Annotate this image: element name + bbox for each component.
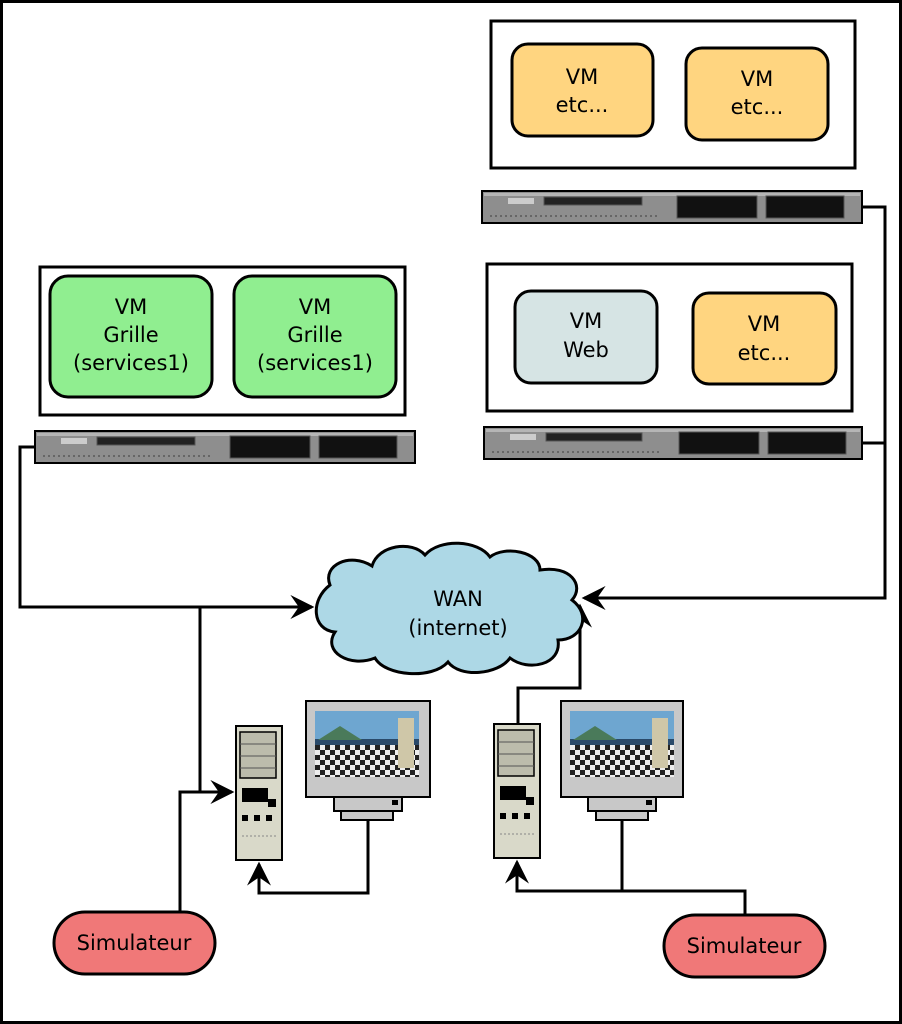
vm-group-top-right: VM etc... VM etc... (489, 19, 857, 170)
simulator-left: Simulateur (52, 910, 217, 976)
vm-service: (services1) (257, 351, 373, 375)
vm-type: etc... (556, 93, 609, 117)
vm-service: (services1) (73, 351, 189, 375)
vm-type: Web (563, 338, 609, 362)
vm-type: etc... (731, 95, 784, 119)
simulator-right: Simulateur (662, 913, 827, 979)
monitor-right (560, 700, 684, 821)
vm-box-etc-3: VM etc... (691, 291, 838, 386)
vm-label: VM (748, 312, 780, 336)
server-rack-left (34, 430, 416, 464)
monitor-left (305, 700, 431, 821)
wan-label: WAN (433, 587, 483, 611)
vm-box-web: VM Web (513, 289, 659, 385)
workstation-right (493, 700, 684, 859)
server-rack-top-right (481, 190, 863, 224)
vm-label: VM (299, 295, 331, 319)
vm-box-etc-2: VM etc... (684, 46, 830, 142)
computer-tower-right (493, 723, 541, 859)
simulator-label: Simulateur (687, 934, 802, 958)
connectors (18, 205, 887, 915)
vm-type: Grille (287, 323, 342, 347)
vm-box-grille-2: VM Grille (services1) (232, 274, 398, 399)
vm-box-grille-1: VM Grille (services1) (48, 274, 214, 399)
workstation-left (235, 700, 431, 861)
computer-tower-left (235, 725, 283, 861)
vm-group-left: VM Grille (services1) VM Grille (service… (38, 265, 407, 417)
vm-label: VM (115, 295, 147, 319)
vm-label: VM (566, 65, 598, 89)
vm-label: VM (570, 309, 602, 333)
wan-sublabel: (internet) (408, 616, 507, 640)
vm-box-etc-1: VM etc... (510, 42, 655, 138)
vm-group-mid-right: VM Web VM etc... (485, 262, 854, 413)
vm-type: Grille (103, 323, 158, 347)
server-rack-mid-right (483, 426, 863, 460)
simulator-label: Simulateur (77, 931, 192, 955)
vm-label: VM (741, 67, 773, 91)
vm-type: etc... (738, 341, 791, 365)
wan-cloud: WAN (internet) (314, 541, 585, 676)
